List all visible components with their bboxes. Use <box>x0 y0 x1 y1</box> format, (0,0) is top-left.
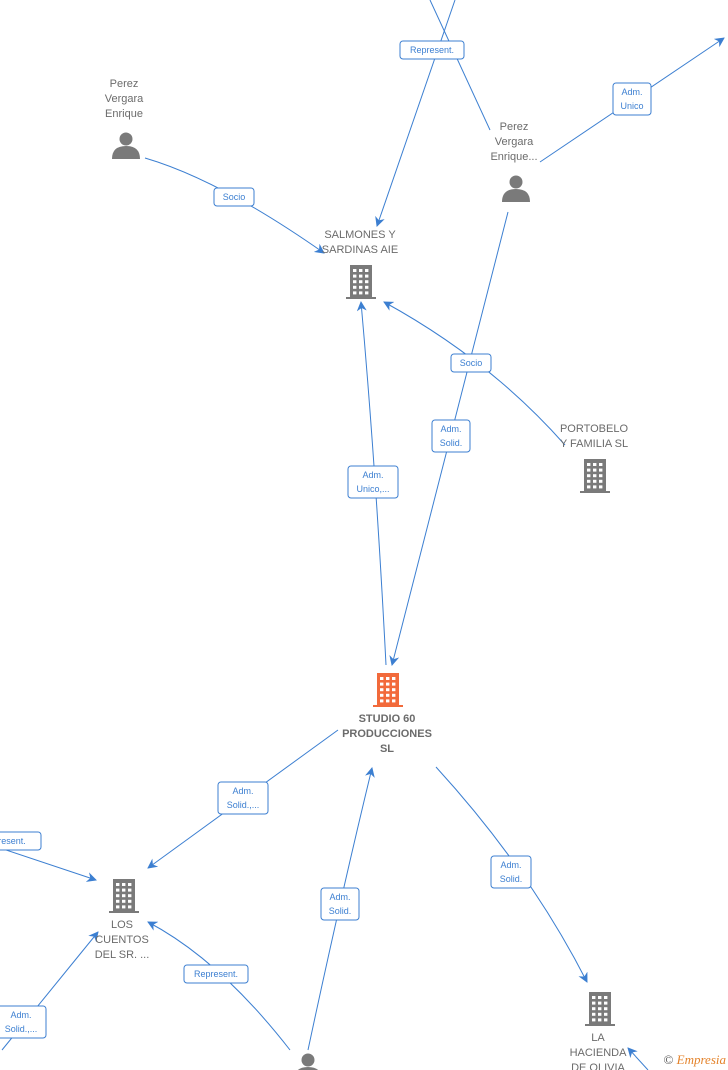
edge-label-text: resent. <box>0 836 26 846</box>
building-icon <box>373 673 403 707</box>
edge-line <box>147 921 291 1051</box>
node-label: Y FAMILIA SL <box>560 438 628 450</box>
building-icon <box>580 459 610 493</box>
edge-label-text: Socio <box>460 358 483 368</box>
edge-label-adm-solid-mid[interactable]: Adm. Solid. <box>431 419 471 453</box>
node-label: Enrique <box>105 108 143 120</box>
node-la-hacienda[interactable]: LA HACIENDA DE OLIVIA <box>570 992 628 1070</box>
edge-label-text: Solid. <box>500 874 523 884</box>
edge-label-text: Unico <box>620 101 643 111</box>
node-label: Perez <box>500 121 529 133</box>
edge-label-adm-solid-corner[interactable]: Adm. Solid.,... <box>0 1005 47 1039</box>
edge-label-text: Unico,... <box>356 484 389 494</box>
edge-line <box>0 847 97 882</box>
edge-label-text: Adm. <box>10 1010 31 1020</box>
node-label: SALMONES Y <box>324 229 396 241</box>
edge-label-represent-bottom[interactable]: Represent. <box>183 964 249 984</box>
edge-label-represent-left[interactable]: resent. <box>0 831 42 851</box>
edge-label-adm-solid-bottom[interactable]: Adm. Solid. <box>320 887 360 921</box>
brand-logo[interactable]: Empresia <box>676 1052 726 1067</box>
edge-line <box>627 1047 649 1070</box>
building-icon <box>346 265 376 299</box>
node-studio60[interactable]: STUDIO 60 PRODUCCIONES SL <box>342 673 432 755</box>
edge-label-text: Socio <box>223 192 246 202</box>
edge-label-adm-solid-right[interactable]: Adm. Solid. <box>490 855 532 889</box>
person-icon <box>112 132 140 159</box>
node-label: HACIENDA <box>570 1047 628 1059</box>
edge-label-text: Solid. <box>329 906 352 916</box>
node-label: LOS <box>111 919 133 931</box>
node-label: DE OLIVIA <box>571 1062 625 1070</box>
copyright-footer: © Empresia <box>664 1052 727 1068</box>
node-salmones[interactable]: SALMONES Y SARDINAS AIE <box>322 229 398 299</box>
person-icon <box>297 1053 319 1070</box>
node-label: DEL SR. ... <box>95 949 150 961</box>
person-icon <box>502 175 530 202</box>
edge-line <box>429 0 491 131</box>
node-label: Vergara <box>495 136 534 148</box>
node-bottom-person[interactable] <box>294 1053 322 1070</box>
edge-label-text: Adm. <box>500 860 521 870</box>
node-label: CUENTOS <box>95 934 149 946</box>
edge-label-text: Adm. <box>440 424 461 434</box>
edge-label-text: Solid.,... <box>5 1024 38 1034</box>
node-label: Vergara <box>105 93 144 105</box>
edge-label-text: Solid. <box>440 438 463 448</box>
node-label: LA <box>591 1032 605 1044</box>
node-los-cuentos[interactable]: LOS CUENTOS DEL SR. ... <box>95 879 150 961</box>
edge-label-socio-left[interactable]: Socio <box>213 187 255 207</box>
node-portobelo[interactable]: PORTOBELO Y FAMILIA SL <box>560 423 629 493</box>
copyright-symbol: © <box>663 1052 674 1067</box>
edge-line <box>375 0 456 227</box>
node-label: Perez <box>110 78 139 90</box>
edge-label-adm-unico-mid[interactable]: Adm. Unico,... <box>347 465 399 499</box>
edge-line <box>383 301 566 446</box>
edge-label-text: Adm. <box>232 786 253 796</box>
node-label: STUDIO 60 <box>359 713 416 725</box>
edge-label-text: Represent. <box>194 969 238 979</box>
edge-label-text: Adm. <box>362 470 383 480</box>
edge-label-text: Solid.,... <box>227 800 260 810</box>
building-icon <box>585 992 615 1026</box>
edge-label-adm-solid-left[interactable]: Adm. Solid.,... <box>217 781 269 815</box>
node-label: SL <box>380 743 394 755</box>
edge-label-text: Adm. <box>621 87 642 97</box>
edge-label-adm-unico-top[interactable]: Adm. Unico <box>612 82 652 116</box>
edge-label-socio-mid[interactable]: Socio <box>450 353 492 373</box>
node-perez-vergara-2[interactable]: PerezVergaraEnrique... <box>490 121 538 202</box>
node-label: PRODUCCIONES <box>342 728 432 740</box>
building-icon <box>109 879 139 913</box>
node-label: PORTOBELO <box>560 423 629 435</box>
edge-label-represent-top[interactable]: Represent. <box>399 40 465 60</box>
node-label: Enrique... <box>490 151 537 163</box>
node-label: SARDINAS AIE <box>322 244 398 256</box>
edge-label-text: Adm. <box>329 892 350 902</box>
edge-label-text: Represent. <box>410 45 454 55</box>
